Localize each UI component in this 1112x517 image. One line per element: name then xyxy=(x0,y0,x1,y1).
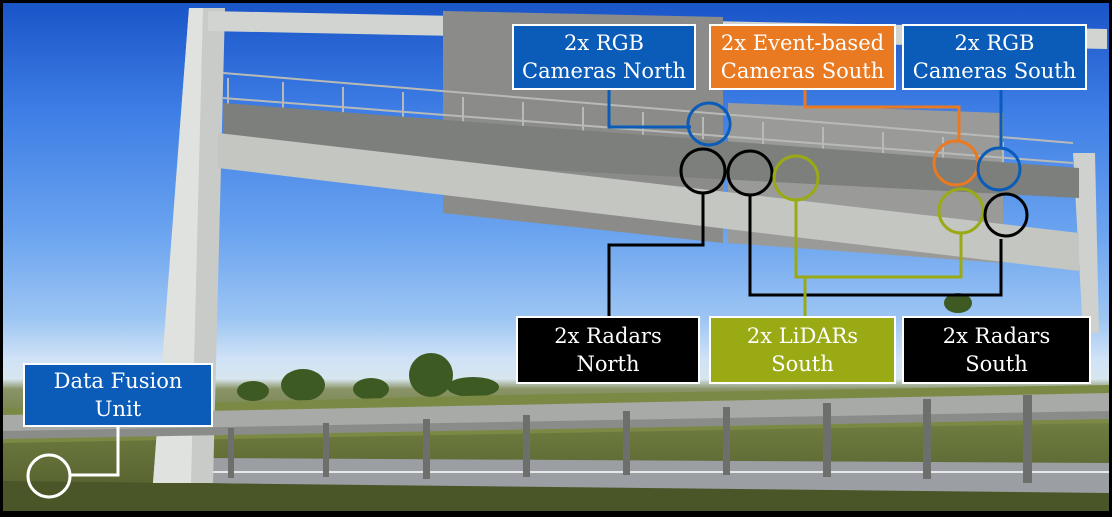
label-rgb-cameras-south: 2x RGB Cameras South xyxy=(902,24,1087,90)
label-radars-south: 2x Radars South xyxy=(902,316,1091,384)
walkway-railing xyxy=(222,72,1074,185)
connector-radars-south xyxy=(748,195,1003,297)
label-line-1: 2x LiDARs xyxy=(746,324,859,348)
label-lidars-south: 2x LiDARs South xyxy=(709,316,896,384)
label-event-cameras-south: 2x Event-based Cameras South xyxy=(709,24,896,90)
label-line-2: Cameras South xyxy=(720,59,885,83)
road-marking xyxy=(203,471,1109,473)
label-line-1: 2x Event-based xyxy=(720,31,885,55)
connector-event-south xyxy=(803,89,961,141)
gantry-pillar-right xyxy=(1073,153,1099,333)
connector-rgb-north xyxy=(607,89,691,129)
rgb-north-camera-marker xyxy=(686,101,732,147)
connector-lidars-south-branches xyxy=(794,198,963,279)
lidar-south-marker-2 xyxy=(937,187,985,235)
connector-radars-north xyxy=(607,193,705,317)
label-line-1: Data Fusion xyxy=(53,369,183,393)
highway-sensor-gantry-photo: 2x RGB Cameras North 2x Event-based Came… xyxy=(3,3,1109,511)
connector-fusion-unit xyxy=(71,425,120,477)
label-data-fusion-unit: Data Fusion Unit xyxy=(23,363,213,427)
scene-graphics xyxy=(3,8,1109,511)
foreground-grass xyxy=(3,481,1109,511)
gantry-lower-beam xyxy=(218,133,1079,271)
label-line-2: South xyxy=(771,352,834,376)
label-line-2: North xyxy=(576,352,640,376)
label-radars-north: 2x Radars North xyxy=(516,316,700,384)
radar-north-marker-2 xyxy=(726,149,774,197)
label-line-2: Cameras South xyxy=(912,59,1077,83)
radar-north-marker-1 xyxy=(679,147,727,195)
label-line-1: 2x Radars xyxy=(554,324,662,348)
label-line-2: Cameras North xyxy=(522,59,686,83)
connector-lines xyxy=(71,89,1003,477)
label-line-1: 2x Radars xyxy=(942,324,1051,348)
label-line-1: 2x RGB xyxy=(954,31,1035,55)
label-rgb-cameras-north: 2x RGB Cameras North xyxy=(512,24,696,90)
fusion-unit-marker xyxy=(26,453,72,499)
tree-line xyxy=(237,293,972,401)
label-line-2: South xyxy=(965,352,1028,376)
label-line-1: 2x RGB xyxy=(564,31,644,55)
lidar-south-marker-1 xyxy=(772,154,820,202)
radar-south-marker xyxy=(983,192,1029,238)
label-line-2: Unit xyxy=(94,397,142,421)
gantry-main-beam xyxy=(223,103,1079,198)
rgb-south-camera-marker xyxy=(976,146,1022,192)
guardrail xyxy=(3,393,1109,483)
